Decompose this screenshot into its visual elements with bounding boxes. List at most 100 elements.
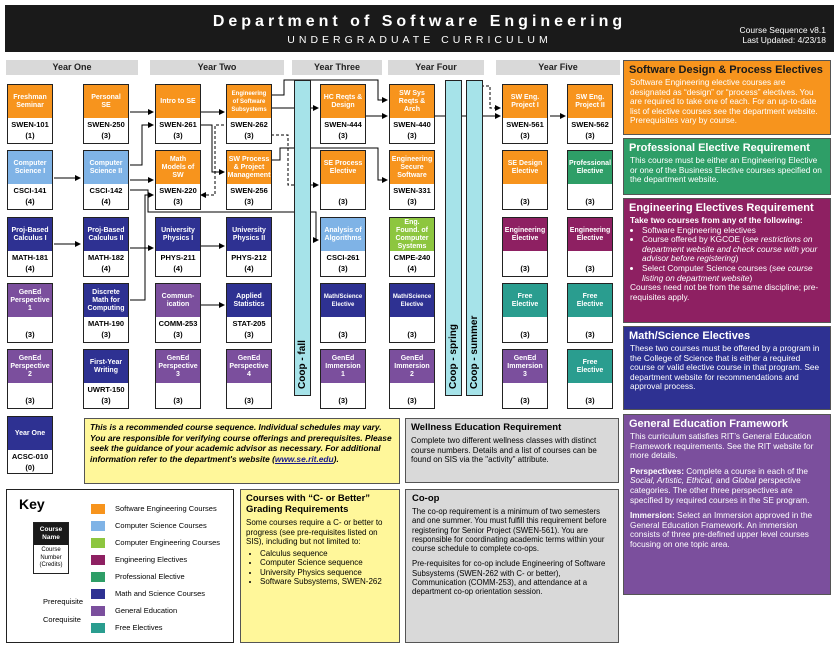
advising-note-text: This is a recommended course sequence. I… xyxy=(90,422,392,464)
course-credits: (4) xyxy=(244,264,254,273)
course-credits: (3) xyxy=(585,131,595,140)
course-credits: (3) xyxy=(173,197,183,206)
course-credits: (3) xyxy=(407,396,417,405)
course-gened-perspective-3[interactable]: GenEd Perspective 3 (3) xyxy=(155,349,201,409)
course-name: Proj-Based Calculus I xyxy=(8,218,52,251)
panel-label: Perspectives: xyxy=(630,465,684,476)
course-name: Eng. Found. of Computer Systems xyxy=(390,218,434,251)
course-math-190[interactable]: Discrete Math for Computing MATH-190 (3) xyxy=(83,283,129,343)
course-gened-immersion-1[interactable]: GenEd Immersion 1 (3) xyxy=(320,349,366,409)
course-se-process-elective[interactable]: SE Process Elective (3) xyxy=(320,150,366,210)
key-course-name: Course Name xyxy=(34,523,68,545)
course-swen-262[interactable]: Engineering of Software Subsystems SWEN-… xyxy=(226,84,272,144)
course-free-elective-3[interactable]: Free Elective (3) xyxy=(567,349,613,409)
course-number: STAT-205 xyxy=(232,319,266,328)
course-cmpe-240[interactable]: Eng. Found. of Computer Systems CMPE-240… xyxy=(389,217,435,277)
course-swen-220[interactable]: Math Models of SW SWEN-220 (3) xyxy=(155,150,201,210)
course-swen-101[interactable]: Freshman Seminar SWEN-101 (1) xyxy=(7,84,53,144)
version-info: Course Sequence v8.1 Last Updated: 4/23/… xyxy=(716,25,826,45)
panel-label: Immersion: xyxy=(630,510,675,521)
course-name: GenEd Immersion 1 xyxy=(321,350,365,383)
course-gened-perspective-2[interactable]: GenEd Perspective 2 (3) xyxy=(7,349,53,409)
panel-immersion: Immersion: Select an Immersion approved … xyxy=(624,510,830,549)
course-math-182[interactable]: Proj-Based Calculus II MATH-182 (4) xyxy=(83,217,129,277)
course-name: Analysis of Algorithms xyxy=(321,218,365,251)
course-number: SWEN-440 xyxy=(393,120,431,129)
course-swen-256[interactable]: SW Process & Project Management SWEN-256… xyxy=(226,150,272,210)
course-credits: (3) xyxy=(520,330,530,339)
course-csci-141[interactable]: Computer Science I CSCI-141 (4) xyxy=(7,150,53,210)
course-comm-253[interactable]: Commun-ication COMM-253 (3) xyxy=(155,283,201,343)
course-swen-250[interactable]: Personal SE SWEN-250 (3) xyxy=(83,84,129,144)
course-credits: (3) xyxy=(585,330,595,339)
course-name: Engineering of Software Subsystems xyxy=(227,85,271,118)
coop-spring-label: Coop - spring xyxy=(448,324,459,389)
course-gened-perspective-1[interactable]: GenEd Perspective 1 (3) xyxy=(7,283,53,343)
grading-list: Calculus sequence Computer Science seque… xyxy=(246,549,394,587)
course-engineering-elective-2[interactable]: Engineering Elective (3) xyxy=(567,217,613,277)
panel-text-italic: Global xyxy=(732,475,757,486)
key-color-swatch xyxy=(91,589,105,599)
course-swen-261[interactable]: Intro to SE SWEN-261 (3) xyxy=(155,84,201,144)
course-swen-562[interactable]: SW Eng. Project II SWEN-562 (3) xyxy=(567,84,613,144)
course-name: Freshman Seminar xyxy=(8,85,52,118)
course-swen-444[interactable]: HC Reqts & Design SWEN-444 (3) xyxy=(320,84,366,144)
course-gened-immersion-3[interactable]: GenEd Immersion 3 (3) xyxy=(502,349,548,409)
course-csci-261[interactable]: Analysis of Algorithms CSCI-261 (3) xyxy=(320,217,366,277)
course-engineering-elective-1[interactable]: Engineering Elective (3) xyxy=(502,217,548,277)
wellness-body: Complete two different wellness classes … xyxy=(411,436,597,464)
course-gened-immersion-2[interactable]: GenEd Immersion 2 (3) xyxy=(389,349,435,409)
course-swen-331[interactable]: Engineering Secure Software SWEN-331 (3) xyxy=(389,150,435,210)
department-website-link[interactable]: www.se.rit.edu xyxy=(274,453,334,464)
panel-text: Select an Immersion approved in the Gene… xyxy=(630,510,813,549)
sequence-version: Course Sequence v8.1 xyxy=(739,25,826,35)
course-name: Free Elective xyxy=(568,284,612,317)
course-credits: (3) xyxy=(244,131,254,140)
last-updated: Last Updated: 4/23/18 xyxy=(742,35,826,45)
course-csci-142[interactable]: Computer Science II CSCI-142 (4) xyxy=(83,150,129,210)
course-credits: (3) xyxy=(520,197,530,206)
grading-item: Computer Science sequence xyxy=(260,558,394,568)
course-credits: (3) xyxy=(173,330,183,339)
course-number: CSCI-141 xyxy=(13,186,47,195)
course-acsc-010[interactable]: Year One ACSC-010 (0) xyxy=(7,416,53,474)
course-name: Applied Statistics xyxy=(227,284,271,317)
coop-paragraph-1: The co-op requirement is a minimum of tw… xyxy=(412,507,607,554)
panel-list-item: Software Engineering electives xyxy=(642,225,824,236)
course-professional-elective[interactable]: Professional Elective (3) xyxy=(567,150,613,210)
page-title: Department of Software Engineering xyxy=(212,13,627,30)
panel-outro: Courses need not be from the same discip… xyxy=(630,282,819,302)
key-item-label: Engineering Electives xyxy=(115,555,188,564)
course-number: SWEN-562 xyxy=(571,120,609,129)
course-swen-561[interactable]: SW Eng. Project I SWEN-561 (3) xyxy=(502,84,548,144)
course-gened-perspective-4[interactable]: GenEd Perspective 4 (3) xyxy=(226,349,272,409)
course-swen-440[interactable]: SW Sys Reqts & Arch SWEN-440 (3) xyxy=(389,84,435,144)
course-math-181[interactable]: Proj-Based Calculus I MATH-181 (4) xyxy=(7,217,53,277)
course-name: Engineering Elective xyxy=(503,218,547,251)
course-phys-212[interactable]: University Physics II PHYS-212 (4) xyxy=(226,217,272,277)
coop-summer-label: Coop - summer xyxy=(469,315,480,389)
course-credits: (3) xyxy=(520,264,530,273)
year-five-header: Year Five xyxy=(496,60,620,75)
course-number: MATH-190 xyxy=(87,319,125,328)
course-name: GenEd Perspective 2 xyxy=(8,350,52,383)
panel-math-science-electives: Math/Science Electives These two courses… xyxy=(623,326,831,410)
year-one-header: Year One xyxy=(6,60,138,75)
course-free-elective-1[interactable]: Free Elective (3) xyxy=(502,283,548,343)
course-free-elective-2[interactable]: Free Elective (3) xyxy=(567,283,613,343)
course-math-science-elective-2[interactable]: Math/Science Elective (3) xyxy=(389,283,435,343)
panel-design-process-electives: Software Design & Process Electives Soft… xyxy=(623,60,831,135)
course-name: SW Sys Reqts & Arch xyxy=(390,85,434,118)
course-phys-211[interactable]: University Physics I PHYS-211 (4) xyxy=(155,217,201,277)
course-name: SW Eng. Project I xyxy=(503,85,547,118)
course-stat-205[interactable]: Applied Statistics STAT-205 (3) xyxy=(226,283,272,343)
coop-fall-label: Coop - fall xyxy=(297,340,308,389)
course-math-science-elective-1[interactable]: Math/Science Elective (3) xyxy=(320,283,366,343)
course-se-design-elective[interactable]: SE Design Elective (3) xyxy=(502,150,548,210)
course-uwrt-150[interactable]: First-Year Writing UWRT-150 (3) xyxy=(83,349,129,409)
course-credits: (4) xyxy=(101,264,111,273)
course-credits: (3) xyxy=(244,330,254,339)
panel-general-education: General Education Framework This curricu… xyxy=(623,414,831,595)
panel-text: perspective categories. The other three … xyxy=(630,475,810,505)
grading-requirements: Courses with “C- or Better” Grading Requ… xyxy=(240,489,400,643)
